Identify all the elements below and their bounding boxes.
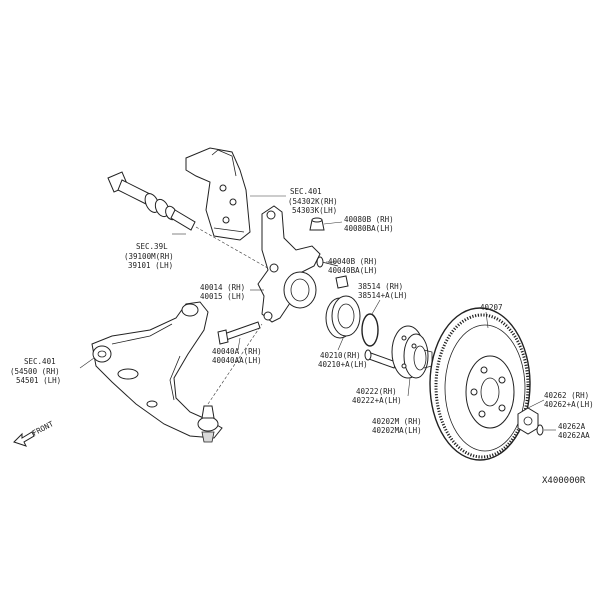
label-knuckle-lh: 40015 (LH)	[200, 292, 245, 301]
knuckle-bolt-upper	[316, 256, 339, 268]
leader-lines	[79, 195, 286, 369]
label-bearing-rh: 40210(RH)	[320, 351, 361, 360]
knuckle-bolt-lower	[217, 321, 261, 351]
label-stud-lh: 40222+A(LH)	[352, 396, 402, 405]
label-shaft-rh: (39100M(RH)	[124, 252, 174, 261]
label-rotor: 40207	[480, 303, 503, 312]
hub-stud	[364, 349, 397, 369]
knuckle-nut	[309, 217, 343, 231]
label-shaft-sec: SEC.39L	[136, 242, 168, 251]
label-snap-lh: 38514+A(LH)	[358, 291, 408, 300]
strut-bracket	[185, 147, 251, 241]
label-washer-rh: 40262A	[558, 422, 586, 431]
label-bolt2-rh: 40040B (RH)	[328, 257, 378, 266]
label-knuckle-rh: 40014 (RH)	[200, 283, 245, 292]
label-strut-lh: 54303K(LH)	[292, 206, 337, 215]
label-arm-rh: (54500 (RH)	[10, 367, 60, 376]
lock-nut	[335, 275, 349, 289]
label-strut-rh: (54302K(RH)	[288, 197, 338, 206]
label-arm-sec: SEC.401	[24, 357, 56, 366]
wheel-hub	[391, 325, 433, 397]
label-hub-rh: 40202M (RH)	[372, 417, 422, 426]
label-stud-rh: 40222(RH)	[356, 387, 397, 396]
label-strut-sec: SEC.401	[290, 187, 322, 196]
label-snap-rh: 38514 (RH)	[358, 282, 403, 291]
label-shaft-lh: 39101 (LH)	[128, 261, 173, 270]
snap-ring	[361, 299, 381, 347]
wheel-bearing	[325, 295, 361, 351]
hub-nut-washer	[517, 399, 556, 436]
label-nut-lh: 40080BA(LH)	[344, 224, 394, 233]
label-bolt-lh: 40040AA(LH)	[212, 356, 262, 365]
label-arm-lh: 54501 (LH)	[16, 376, 61, 385]
label-hubnut-rh: 40262 (RH)	[544, 391, 589, 400]
label-bearing-lh: 40210+A(LH)	[318, 360, 368, 369]
label-diagram-code: X400000R	[542, 476, 586, 486]
brake-rotor	[429, 307, 531, 461]
label-front: FRONT	[31, 419, 56, 438]
drive-shaft	[107, 171, 281, 276]
lower-control-arm	[91, 301, 263, 443]
label-nut-rh: 40080B (RH)	[344, 215, 394, 224]
label-bolt-rh: 40040A (RH)	[212, 347, 262, 356]
label-bolt2-lh: 40040BA(LH)	[328, 266, 378, 275]
steering-knuckle	[257, 205, 321, 323]
front-direction-arrow	[13, 431, 35, 447]
label-washer-lh: 40262AA	[558, 431, 590, 440]
label-hubnut-lh: 40262+A(LH)	[544, 400, 594, 409]
label-hub-lh: 40202MA(LH)	[372, 426, 422, 435]
